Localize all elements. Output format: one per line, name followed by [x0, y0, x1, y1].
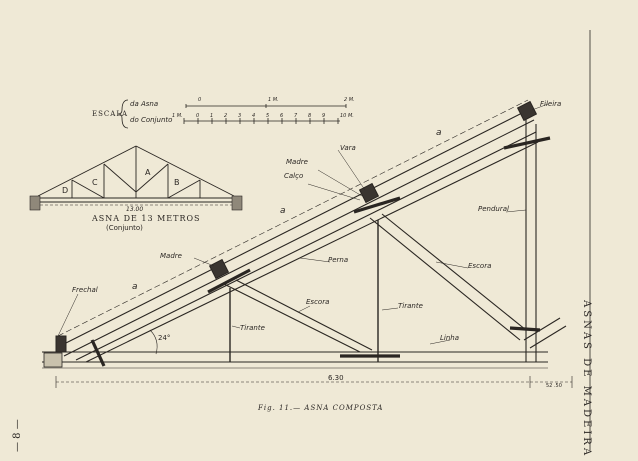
page-number: — 8 — — [12, 419, 23, 452]
inset-marker-b: B — [174, 178, 180, 187]
label-escora-right: Escora — [468, 262, 492, 270]
scale-conj-tick-8: 7 — [294, 113, 298, 119]
label-linha: Linha — [440, 334, 460, 342]
scale-conj-tick-0: 1 M. — [172, 113, 183, 119]
leader-lines — [57, 103, 549, 345]
scale-bars — [117, 99, 347, 129]
tie-beam — [42, 351, 548, 369]
label-small-dim: 52 .50 — [546, 383, 562, 389]
scale-conj-tick-9: 8 — [308, 113, 312, 119]
scale-conj-tick-4: 3 — [238, 113, 242, 119]
tie-rods — [229, 220, 379, 362]
label-pendural: Pendural — [478, 205, 509, 213]
scale-asna-tick-0: 0 — [198, 97, 202, 103]
scale-asna-tick-2: 2 M. — [344, 97, 355, 103]
label-vara: Vara — [340, 144, 356, 152]
inset-marker-d: D — [62, 186, 69, 195]
label-calco: Calço — [284, 172, 304, 180]
scale-conj-tick-6: 5 — [266, 113, 270, 119]
bolt-plates — [90, 136, 551, 367]
label-a-3: a — [132, 282, 138, 292]
scale-conjunto-label: do Conjunto — [130, 116, 173, 124]
inset-marker-a: A — [145, 168, 151, 177]
purlins — [208, 100, 538, 280]
dimension-lines — [55, 329, 573, 388]
label-madre-low: Madre — [160, 252, 182, 260]
scale-conj-tick-3: 2 — [224, 113, 228, 119]
scale-asna-label: da Asna — [130, 100, 159, 108]
scale-conj-tick-11: 10 M. — [340, 113, 354, 119]
inset-truss — [29, 145, 243, 211]
label-a-2: a — [280, 206, 286, 216]
label-fileira: Fileira — [540, 100, 562, 108]
scale-conj-tick-7: 6 — [280, 113, 284, 119]
inset-span: 13.00 — [126, 206, 144, 213]
main-truss — [42, 30, 591, 450]
label-perna: Perna — [328, 256, 349, 264]
side-title: ASNAS DE MADEIRA — [581, 300, 592, 459]
king-post — [525, 118, 537, 362]
figure-caption: Fig. 11.— ASNA COMPOSTA — [258, 404, 384, 412]
scale-asna-tick-1: 1 M. — [268, 97, 279, 103]
struts — [223, 213, 567, 353]
scale-conj-tick-10: 9 — [322, 113, 326, 119]
scale-heading: ESCALA — [92, 110, 129, 118]
label-tirante-mid: Tirante — [398, 302, 423, 310]
wall-plate — [55, 335, 67, 353]
inset-title: ASNA DE 13 METROS — [92, 214, 201, 223]
scale-conj-tick-2: 1 — [210, 113, 214, 119]
label-tirante-left: Tirante — [240, 324, 265, 332]
rafter — [55, 99, 539, 363]
inset-subtitle: (Conjunto) — [106, 224, 143, 232]
label-a-1: a — [436, 128, 442, 138]
scale-conj-tick-5: 4 — [252, 113, 256, 119]
scale-conj-tick-1: 0 — [196, 113, 200, 119]
inset-marker-c: C — [92, 178, 98, 187]
label-frechal: Frechal — [72, 286, 98, 294]
label-madre-top: Madre — [286, 158, 308, 166]
label-escora-mid: Escora — [306, 298, 330, 306]
label-half-span: 6.30 — [328, 374, 344, 382]
label-angle: 24° — [158, 334, 171, 342]
